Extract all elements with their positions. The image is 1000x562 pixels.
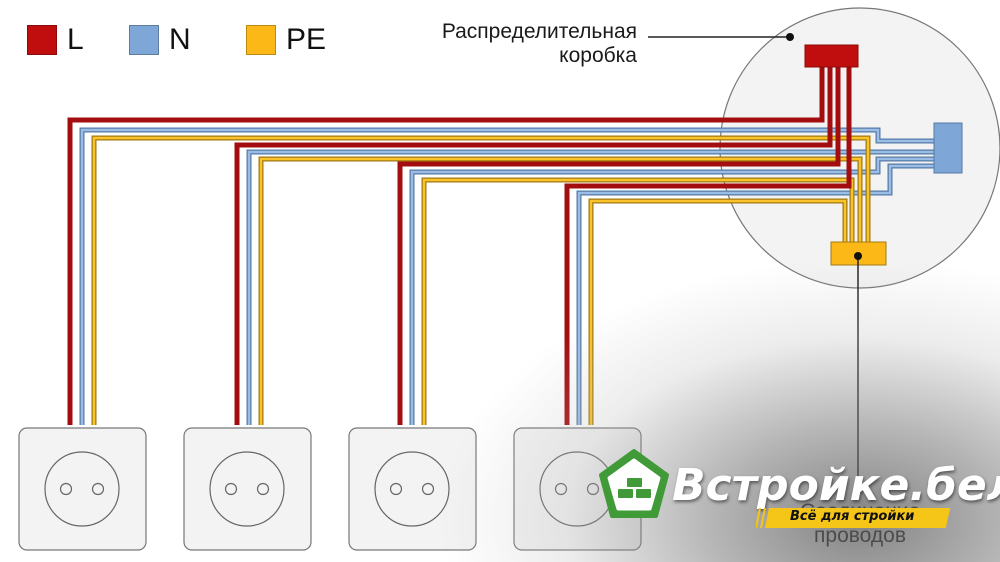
pointer-dot [854, 252, 862, 260]
live-wires [67, 67, 852, 425]
socket-2 [183, 427, 312, 551]
socket-3 [348, 427, 477, 551]
pe-wires [91, 135, 871, 425]
socket-1 [18, 427, 147, 551]
live-terminal-block [804, 44, 859, 68]
watermark-logo: Встройке.бел Всё для стройки [598, 448, 1000, 538]
pointer-dot [786, 33, 794, 41]
house-bricks-icon [599, 449, 669, 518]
tagline-text: Всё для стройки [790, 509, 915, 524]
brand-name: Встройке.бел [672, 460, 1000, 511]
neutral-terminal-block [933, 122, 963, 174]
